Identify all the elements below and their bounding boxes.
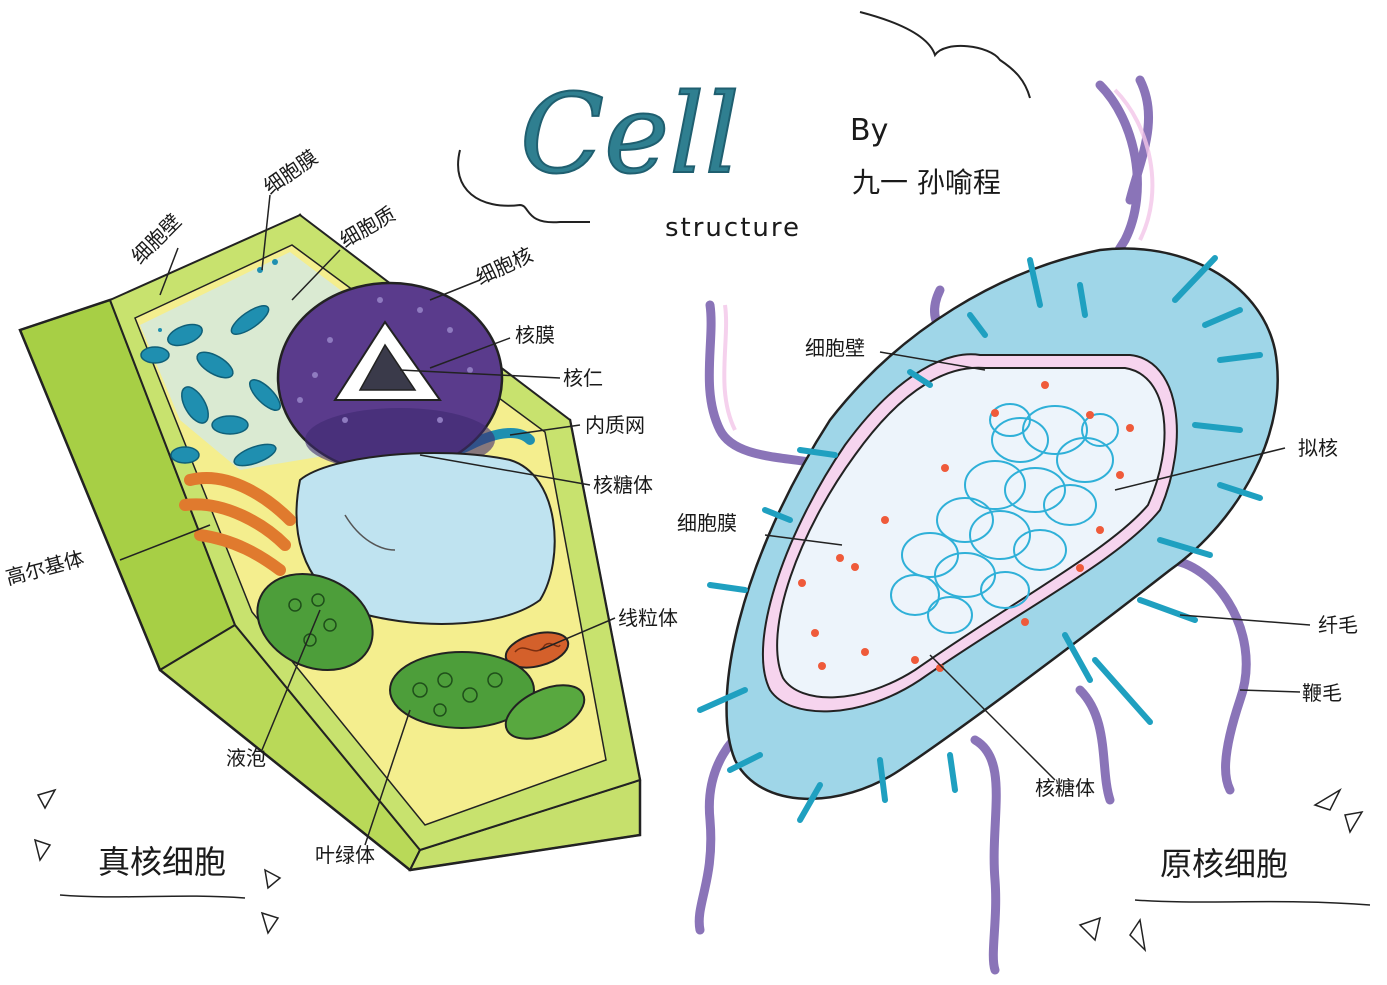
label-pro-cell-wall: 细胞壁 (805, 336, 865, 360)
author-name: 九一 孙喻程 (852, 166, 1001, 199)
label-euk-golgi: 高尔基体 (3, 546, 86, 590)
prokaryote-section-label: 原核细胞 (1160, 845, 1288, 883)
mitochondrion (504, 631, 570, 669)
eukaryote-section-label: 真核细胞 (98, 843, 226, 881)
eukaryotic-cell: 细胞壁 细胞膜 细胞质 细胞核 核膜 核仁 内质网 核糖体 高尔基体 线粒体 液… (3, 145, 678, 935)
label-euk-cytoplasm: 细胞质 (336, 202, 400, 253)
golgi-apparatus (179, 472, 296, 576)
label-euk-chloroplast: 叶绿体 (315, 843, 375, 867)
label-pro-flagella: 鞭毛 (1302, 681, 1342, 705)
chloroplasts (256, 572, 586, 740)
label-euk-cell-membrane: 细胞膜 (259, 145, 322, 199)
pili (697, 255, 1263, 823)
label-euk-vacuole: 液泡 (226, 746, 266, 770)
label-pro-nucleoid: 拟核 (1298, 436, 1338, 460)
label-euk-cell-wall: 细胞壁 (127, 209, 186, 268)
label-euk-nucleolus: 核仁 (563, 366, 603, 390)
subtitle: structure (665, 213, 801, 243)
nucleoid (890, 403, 1119, 634)
by-label: By (850, 113, 888, 148)
prokaryotic-cell: 细胞壁 拟核 细胞膜 纤毛 鞭毛 核糖体 原核细胞 (677, 75, 1371, 975)
main-title: Cell (520, 70, 740, 198)
label-euk-nucleus: 细胞核 (472, 242, 537, 289)
label-euk-nuclear-membrane: 核膜 (515, 323, 555, 347)
title-area: Cell structure By 九一 孙喻程 (457, 11, 1031, 243)
label-pro-pili: 纤毛 (1318, 613, 1358, 637)
label-pro-cell-membrane: 细胞膜 (677, 511, 737, 535)
label-euk-er: 内质网 (585, 413, 645, 437)
label-euk-mitochondria: 线粒体 (618, 606, 678, 630)
label-pro-ribosome: 核糖体 (1035, 776, 1095, 800)
label-euk-ribosome: 核糖体 (593, 473, 653, 497)
nucleus (276, 281, 504, 475)
prokaryote-ribosomes (798, 381, 1134, 672)
doodle-marks-left (33, 788, 282, 935)
doodle-marks-right (1078, 788, 1364, 953)
